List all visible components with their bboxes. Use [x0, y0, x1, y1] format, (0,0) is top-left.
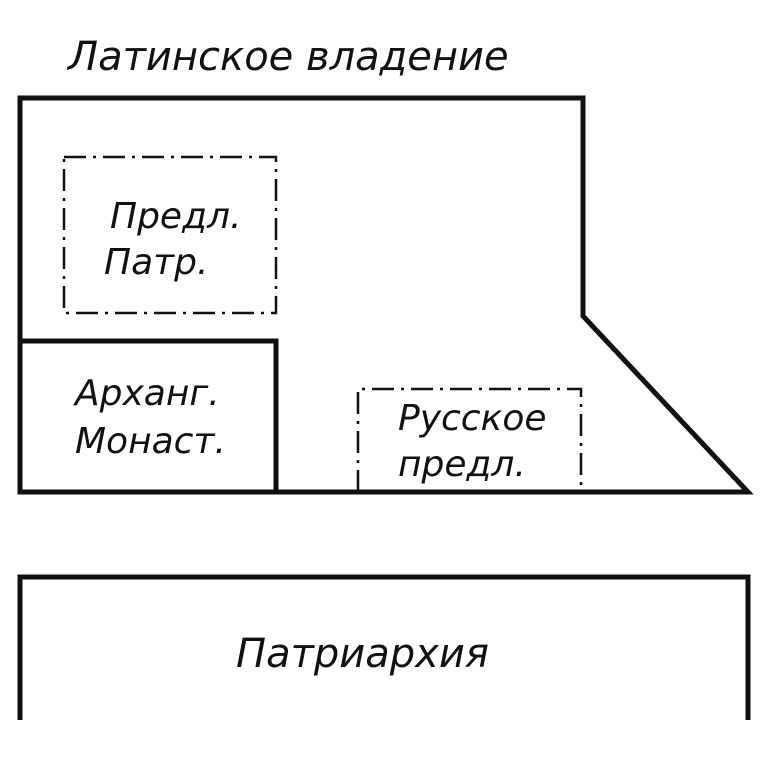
archangel-line1: Арханг. — [73, 373, 220, 414]
pred-patr-box — [62, 155, 278, 315]
patriarchy-label: Патриархия — [236, 631, 489, 677]
archangel-monastery-box — [20, 338, 279, 492]
pred-patr-label: Предл. Патр. — [104, 196, 253, 283]
latin-possession-title: Латинское владение — [66, 34, 509, 80]
russian-line1: Русское — [398, 398, 547, 439]
pred-patr-line2: Патр. — [104, 242, 208, 283]
archangel-monastery-label: Арханг. Монаст. — [73, 373, 231, 462]
latin-possession-boundary — [17, 95, 754, 495]
pred-patr-line1: Предл. — [110, 196, 241, 237]
archangel-line2: Монаст. — [75, 421, 226, 462]
russian-compound-label: Русское предл. — [398, 398, 558, 485]
russian-compound-box — [356, 387, 583, 492]
patriarchy-box — [17, 574, 751, 720]
russian-line2: предл. — [398, 444, 526, 485]
